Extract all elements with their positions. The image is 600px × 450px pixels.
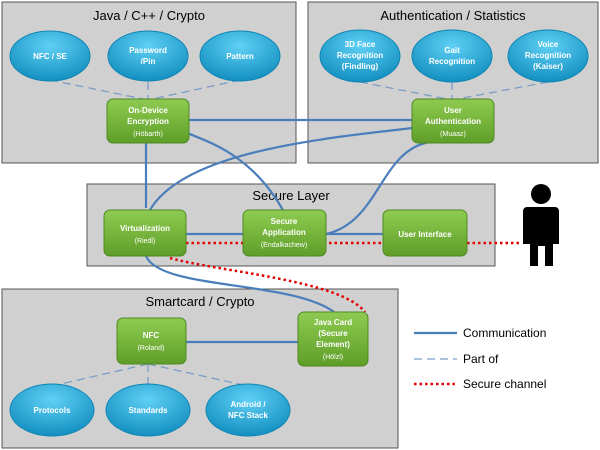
oval-voice-label-1: Voice xyxy=(538,40,559,49)
part-of-lines xyxy=(49,79,549,387)
oval-voice: Voice Recognition (Kaiser) xyxy=(507,29,589,83)
panel-secure-title: Secure Layer xyxy=(252,188,330,203)
node-encryption-sub: (Höbarth) xyxy=(133,131,163,138)
part-of-face-auth xyxy=(359,81,453,101)
oval-password-label-2: /Pin xyxy=(141,57,156,66)
oval-password: Password /Pin xyxy=(107,30,189,82)
oval-nfc-se: NFC / SE xyxy=(9,30,91,82)
secure-virtualization-javacard xyxy=(169,256,366,313)
comm-secureapp-auth xyxy=(325,140,431,236)
node-nfc-sub: (Roland) xyxy=(138,345,165,352)
oval-gait-label-2: Recognition xyxy=(429,57,475,66)
part-of-nfcse-encryption xyxy=(49,79,149,101)
communication-lines xyxy=(144,118,431,344)
node-ui-title: User Interface xyxy=(398,230,452,239)
oval-pattern: Pattern xyxy=(199,30,281,82)
node-secureapp-sub: (Endalkachew) xyxy=(261,242,307,249)
node-encryption-title-1: On-Device xyxy=(128,106,168,115)
node-secureapp-title-1: Secure xyxy=(271,217,298,226)
oval-standards-label: Standards xyxy=(128,406,168,415)
oval-protocols-label: Protocols xyxy=(34,406,71,415)
panel-smartcard-title: Smartcard / Crypto xyxy=(145,294,254,309)
node-nfc: NFC (Roland) xyxy=(116,317,187,365)
node-auth-title-1: User xyxy=(444,106,462,115)
legend-secure-label: Secure channel xyxy=(463,377,546,391)
node-javacard-title-1: Java Card xyxy=(314,318,352,327)
legend-partof-label: Part of xyxy=(463,352,499,366)
part-of-pattern-encryption xyxy=(147,79,241,101)
node-auth-sub: (Muaaz) xyxy=(440,131,466,138)
oval-nfc-se-label: NFC / SE xyxy=(33,52,67,61)
node-javacard-title-3: Element) xyxy=(316,340,350,349)
node-virtualization-title: Virtualization xyxy=(120,224,170,233)
comm-virtualization-javacard xyxy=(144,255,335,313)
oval-android-label-2: NFC Stack xyxy=(228,411,269,420)
oval-standards: Standards xyxy=(105,383,191,437)
node-user-authentication: User Authentication (Muaaz) xyxy=(411,98,495,144)
oval-voice-label-2: Recognition xyxy=(525,51,571,60)
node-user-interface: User Interface xyxy=(382,209,468,257)
oval-pattern-label: Pattern xyxy=(226,52,254,61)
person-silhouette-icon xyxy=(523,184,559,266)
node-secure-application: Secure Application (Endalkachew) xyxy=(242,209,327,257)
oval-gait-label-1: Gait xyxy=(444,46,460,55)
node-virtualization-sub: (Riedl) xyxy=(135,238,156,245)
oval-face-label-3: (Findling) xyxy=(342,62,379,71)
node-java-card: Java Card (Secure Element) (Hölzl) xyxy=(297,311,369,367)
oval-gait: Gait Recognition xyxy=(411,29,493,83)
secure-channel-lines xyxy=(169,241,520,313)
node-secureapp-title-2: Application xyxy=(262,228,306,237)
panel-java-title: Java / C++ / Crypto xyxy=(93,8,205,23)
part-of-nfc-android xyxy=(147,363,249,387)
legend-communication-label: Communication xyxy=(463,326,546,340)
node-encryption-title-2: Encryption xyxy=(127,117,169,126)
node-javacard-sub: (Hölzl) xyxy=(323,354,343,361)
comm-virtualization-auth xyxy=(149,126,413,211)
oval-android: Android / NFC Stack xyxy=(205,383,291,437)
legend: Communication Part of Secure channel xyxy=(414,326,546,391)
oval-voice-label-3: (Kaiser) xyxy=(533,62,563,71)
part-of-nfc-protocols xyxy=(51,363,149,387)
oval-protocols: Protocols xyxy=(9,383,95,437)
node-nfc-title: NFC xyxy=(143,331,160,340)
oval-face-label-2: Recognition xyxy=(337,51,383,60)
oval-android-label-1: Android / xyxy=(230,400,266,409)
panel-auth-title: Authentication / Statistics xyxy=(380,8,526,23)
node-auth-title-2: Authentication xyxy=(425,117,481,126)
comm-secureapp-encryption xyxy=(187,132,285,213)
oval-password-label-1: Password xyxy=(129,46,167,55)
node-javacard-title-2: (Secure xyxy=(318,329,348,338)
node-on-device-encryption: On-Device Encryption (Höbarth) xyxy=(106,98,190,144)
part-of-voice-auth xyxy=(451,81,549,101)
node-virtualization: Virtualization (Riedl) xyxy=(103,209,187,257)
oval-face-label-1: 3D Face xyxy=(345,40,376,49)
oval-3d-face: 3D Face Recognition (Findling) xyxy=(319,29,401,83)
